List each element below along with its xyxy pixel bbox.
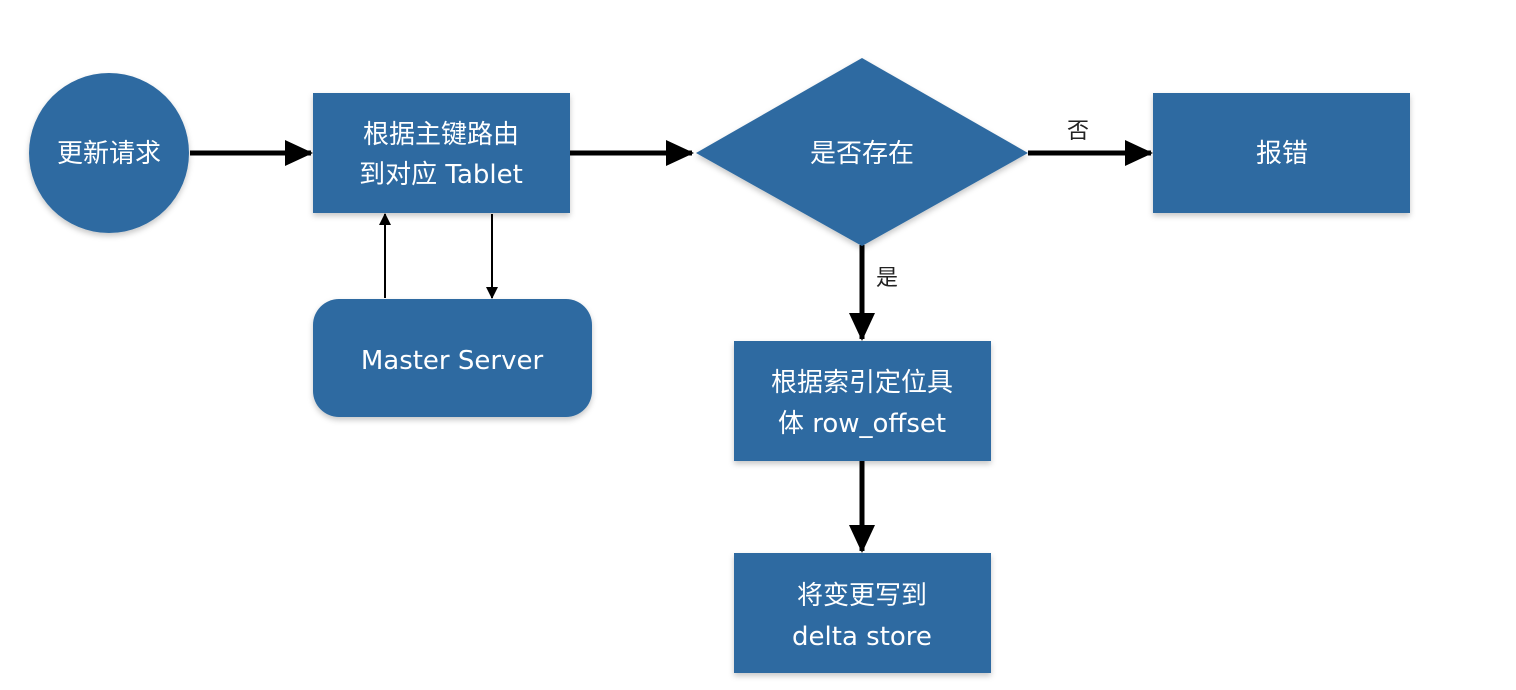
- node-write-delta-line1: 将变更写到: [797, 581, 927, 611]
- node-master-server: Master Server: [313, 299, 592, 417]
- edge-label-no: 否: [1067, 119, 1089, 144]
- node-update-request-label: 更新请求: [57, 139, 161, 169]
- node-write-delta: 将变更写到 delta store: [734, 553, 991, 673]
- node-update-request: 更新请求: [29, 73, 189, 233]
- node-locate-offset: 根据索引定位具 体 row_offset: [734, 341, 991, 461]
- node-exists-check: 是否存在: [696, 58, 1028, 246]
- node-report-error-label: 报错: [1256, 139, 1308, 169]
- node-write-delta-line2: delta store: [792, 622, 932, 652]
- node-report-error: 报错: [1153, 93, 1410, 213]
- node-master-server-label: Master Server: [361, 346, 544, 376]
- node-route-by-key-line1: 根据主键路由: [363, 120, 519, 150]
- node-locate-offset-line1: 根据索引定位具: [771, 368, 953, 398]
- node-locate-offset-line2: 体 row_offset: [778, 409, 946, 439]
- node-exists-check-label: 是否存在: [810, 139, 914, 169]
- node-route-by-key: 根据主键路由 到对应 Tablet: [313, 93, 570, 213]
- node-route-by-key-line2: 到对应 Tablet: [359, 160, 523, 190]
- edge-label-yes: 是: [876, 266, 898, 291]
